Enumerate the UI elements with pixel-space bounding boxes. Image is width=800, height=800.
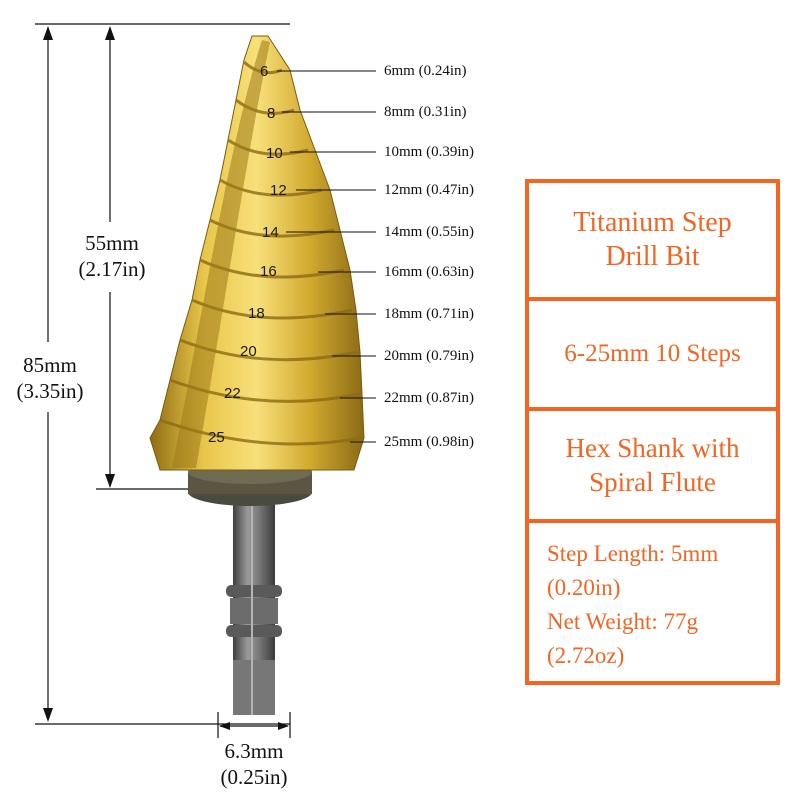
cutting-length-in: (2.17in) xyxy=(78,257,146,281)
step-label: 18mm (0.71in) xyxy=(384,306,474,322)
step-label: 20mm (0.79in) xyxy=(384,348,474,364)
spec-detail-line: Step Length: 5mm xyxy=(547,541,719,566)
step-mark: 16 xyxy=(260,263,277,280)
spec-title-line: Titanium Step xyxy=(573,207,732,238)
step-marks: 6 8 10 12 14 16 18 20 22 25 xyxy=(208,63,287,446)
cutting-length-label: 55mm (2.17in) xyxy=(62,230,162,282)
step-mark: 12 xyxy=(270,182,287,199)
spec-details: Step Length: 5mm (0.20in) Net Weight: 77… xyxy=(529,523,776,681)
step-leader-lines xyxy=(277,70,376,443)
stepped-cone xyxy=(149,35,365,471)
spec-shank-line: Spiral Flute xyxy=(589,467,716,497)
step-mark: 14 xyxy=(262,224,279,241)
step-mark: 6 xyxy=(260,63,268,80)
cutting-length-mm: 55mm xyxy=(85,231,139,255)
spec-title: Titanium Step Drill Bit xyxy=(529,183,776,301)
spec-title-line: Drill Bit xyxy=(605,241,700,272)
step-mark: 10 xyxy=(266,145,283,162)
step-mark: 25 xyxy=(208,429,225,446)
step-mark: 18 xyxy=(248,305,265,322)
total-length-label: 85mm (3.35in) xyxy=(0,352,100,404)
step-label: 12mm (0.47in) xyxy=(384,182,474,198)
total-length-dimension xyxy=(35,23,290,725)
step-label: 16mm (0.63in) xyxy=(384,264,474,280)
spec-detail-line: (2.72oz) xyxy=(547,643,625,668)
step-label: 14mm (0.55in) xyxy=(384,224,474,240)
step-mark: 20 xyxy=(240,343,257,360)
step-label: 25mm (0.98in) xyxy=(384,434,474,450)
spec-shank: Hex Shank with Spiral Flute xyxy=(529,411,776,523)
step-mark: 22 xyxy=(224,385,241,402)
total-length-mm: 85mm xyxy=(23,353,77,377)
spec-range: 6-25mm 10 Steps xyxy=(529,301,776,411)
step-mark: 8 xyxy=(267,105,275,122)
spec-detail-line: Net Weight: 77g xyxy=(547,609,699,634)
hex-shank xyxy=(226,500,282,715)
shank-width-in: (0.25in) xyxy=(220,765,288,789)
spec-shank-line: Hex Shank with xyxy=(565,433,740,463)
spec-range-line: 6-25mm 10 Steps xyxy=(564,340,741,367)
shank-width-label: 6.3mm (0.25in) xyxy=(204,738,304,790)
shank-width-mm: 6.3mm xyxy=(224,739,284,763)
shank-width-dimension xyxy=(217,712,291,738)
spec-box: Titanium Step Drill Bit 6-25mm 10 Steps … xyxy=(525,179,780,685)
step-label: 8mm (0.31in) xyxy=(384,104,467,120)
step-label: 6mm (0.24in) xyxy=(384,63,467,79)
step-label: 22mm (0.87in) xyxy=(384,390,474,406)
total-length-in: (3.35in) xyxy=(16,379,84,403)
step-label: 10mm (0.39in) xyxy=(384,144,474,160)
spec-detail-line: (0.20in) xyxy=(547,575,621,600)
